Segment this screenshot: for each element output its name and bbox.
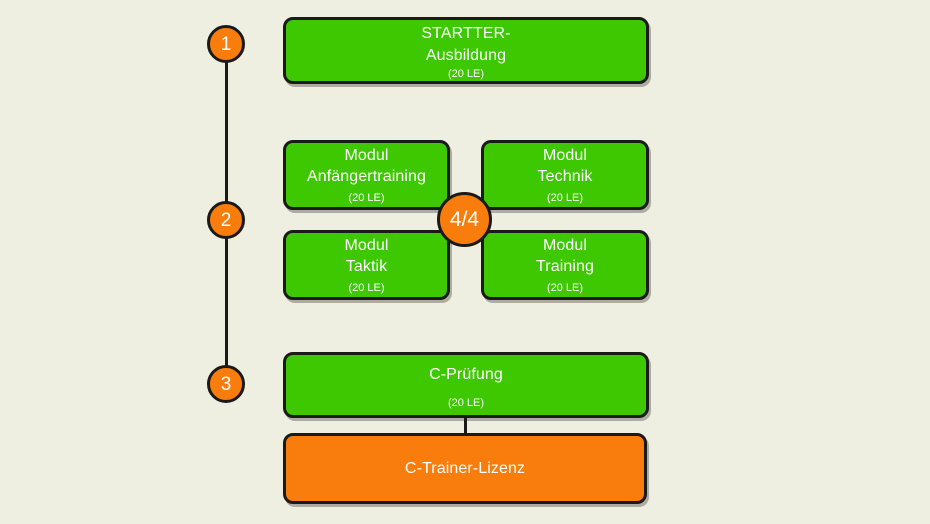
- node-modul-taktik-line2: Taktik: [345, 258, 388, 276]
- timeline-step-1[interactable]: 1: [207, 25, 245, 63]
- timeline-step-2[interactable]: 2: [207, 201, 245, 239]
- node-modul-anfaengertraining[interactable]: Modul Anfängertraining (20 LE): [283, 140, 450, 210]
- node-c-pruefung-title: C-Prüfung: [429, 366, 503, 384]
- node-modul-training[interactable]: Modul Training (20 LE): [481, 230, 649, 300]
- node-startter-title-line2: Ausbildung: [425, 46, 507, 64]
- node-c-pruefung-le: (20 LE): [447, 396, 485, 409]
- node-modul-taktik-line1: Modul: [344, 236, 389, 254]
- node-c-trainer-lizenz[interactable]: C-Trainer-Lizenz: [283, 433, 647, 504]
- module-count-badge[interactable]: 4/4: [437, 192, 492, 247]
- node-startter-le: (20 LE): [447, 68, 485, 81]
- node-modul-taktik-le: (20 LE): [348, 281, 385, 294]
- node-modul-technik-line1: Modul: [542, 146, 588, 164]
- node-modul-anfaengertraining-line2: Anfängertraining: [306, 168, 426, 186]
- node-startter-ausbildung[interactable]: STARTTER- Ausbildung (20 LE): [283, 17, 649, 84]
- node-modul-taktik[interactable]: Modul Taktik (20 LE): [283, 230, 450, 300]
- timeline-segment-1-to-2: [225, 60, 228, 205]
- timeline-step-2-label: 2: [220, 209, 232, 231]
- node-modul-training-line2: Training: [535, 258, 594, 276]
- timeline-step-3[interactable]: 3: [207, 365, 245, 403]
- timeline-step-1-label: 1: [220, 33, 232, 55]
- node-modul-technik-line2: Technik: [537, 168, 593, 186]
- node-modul-technik-le: (20 LE): [546, 191, 584, 204]
- node-modul-training-le: (20 LE): [546, 281, 584, 294]
- connector-pruefung-to-lizenz: [464, 416, 467, 435]
- node-c-pruefung[interactable]: C-Prüfung (20 LE): [283, 352, 649, 418]
- node-c-trainer-lizenz-title: C-Trainer-Lizenz: [404, 459, 526, 477]
- node-modul-anfaengertraining-le: (20 LE): [348, 191, 385, 204]
- node-startter-title-line1: STARTTER-: [421, 25, 511, 43]
- module-count-badge-label: 4/4: [449, 207, 480, 231]
- timeline-step-3-label: 3: [220, 373, 232, 395]
- node-modul-training-line1: Modul: [542, 236, 588, 254]
- node-modul-anfaengertraining-line1: Modul: [344, 146, 389, 164]
- node-modul-technik[interactable]: Modul Technik (20 LE): [481, 140, 649, 210]
- timeline-segment-2-to-3: [225, 236, 228, 381]
